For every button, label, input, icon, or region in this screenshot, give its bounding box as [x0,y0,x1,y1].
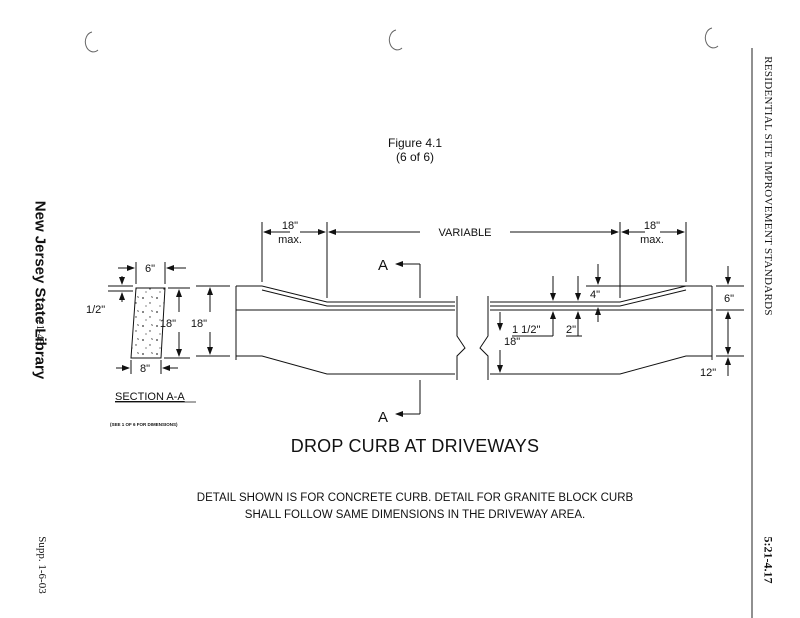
drawing-note: DETAIL SHOWN IS FOR CONCRETE CURB. DETAI… [150,490,680,524]
curb-elevation [196,222,744,417]
drop-dim: 4" [590,289,600,301]
left-height-dim: 18" [191,318,207,330]
section-height: 18" [160,318,176,330]
section-bottom-width: 8" [140,363,150,375]
punch-hole [388,29,403,51]
left-transition-dim: 18" [282,220,298,232]
note-line-1: DETAIL SHOWN IS FOR CONCRETE CURB. DETAI… [196,492,634,504]
curb-section-shape [130,287,166,359]
section-caption: SECTION A-A [115,391,185,403]
right-transition-dim: 18" [644,220,660,232]
figure-heading: Figure 4.1 (6 of 6) [365,136,465,164]
reveal-bottom-dim: 12" [700,367,716,379]
variable-dim: VARIABLE [439,227,492,239]
section-batter: 1/2" [86,304,105,316]
punch-hole [704,27,719,49]
punch-hole [84,31,99,53]
figure-number: Figure 4.1 [387,136,443,150]
depth-b-dim: 2" [566,324,576,336]
depth-a-dim: 1 1/2" [512,324,540,336]
figure-sheet: (6 of 6) [395,150,434,164]
left-transition-max: max. [278,234,302,246]
cut-marker-top: A [378,257,388,274]
mid-height-dim: 18" [504,336,520,348]
note-line-2: SHALL FOLLOW SAME DIMENSIONS IN THE DRIV… [244,509,586,521]
section-note: (SEE 1 OF 6 FOR DIMENSIONS) [110,422,178,427]
right-transition-max: max. [640,234,664,246]
cut-marker-bottom: A [378,409,388,426]
section-top-width: 6" [145,263,155,275]
reveal-top-dim: 6" [724,293,734,305]
section-a-a [108,262,190,374]
drawing-title: DROP CURB AT DRIVEWAYS [290,436,540,456]
